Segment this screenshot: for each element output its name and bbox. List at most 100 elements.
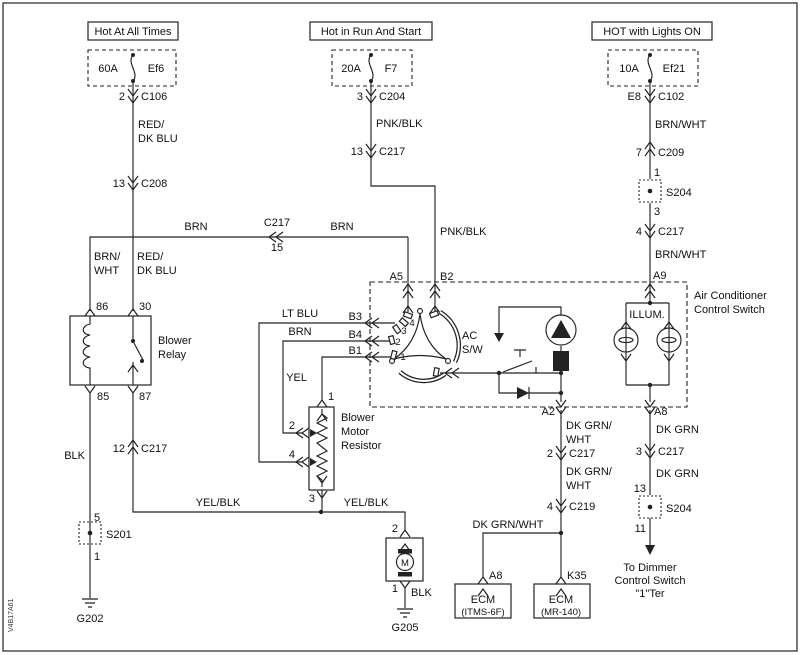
wire-dkgrnwht-horizontal: DK GRN/WHT (473, 519, 544, 531)
resistor-pin-4: 4 (289, 449, 295, 461)
connector-c208-id: C208 (141, 178, 167, 190)
fuse-f7-amps: 20A (341, 63, 361, 75)
acsw-pin-b1: B1 (349, 345, 362, 357)
fuse-ef6: 60A Ef6 (87, 49, 177, 87)
ecm2-name: ECM (549, 594, 573, 606)
arrow-to-dimmer-icon (645, 545, 655, 555)
acsw-pin-b2: B2 (440, 271, 453, 283)
relay-pin-85: 85 (97, 391, 109, 403)
connector-c106-pin: 2 (119, 91, 125, 103)
connector-c219-pin: 4 (547, 501, 553, 513)
relay-name-line1: Blower (158, 335, 192, 347)
resistor-name-line3: Resistor (341, 440, 382, 452)
splice-s201-pin-bottom: 1 (94, 551, 100, 563)
acsw-position-1: 1 (400, 352, 405, 363)
connector-c217-mid-id: C217 (379, 146, 405, 158)
illum-label: ILLUM. (629, 309, 664, 321)
acsw-position-3: 3 (401, 326, 406, 337)
diode-icon (517, 387, 529, 399)
wire-lines (89, 81, 670, 608)
connector-c102-id: C102 (658, 91, 684, 103)
connector-c102-pin: E8 (628, 91, 641, 103)
fuse-f7: 20A F7 (331, 49, 413, 87)
connector-c217-blower-id: C217 (141, 443, 167, 455)
splice-s204-top-pin-top: 1 (654, 167, 660, 179)
connector-c217-dim-id: C217 (658, 446, 684, 458)
header-hot-at-all-times: Hot At All Times (94, 26, 172, 38)
control-switch-pin-a8: A8 (654, 406, 667, 418)
splice-s204-bot-pin-bottom: 11 (635, 523, 646, 535)
connector-c217-dim-pin: 3 (636, 446, 642, 458)
indicator-lamp-icon (545, 314, 577, 346)
illumination-lamps: ILLUM. (613, 300, 682, 388)
power-headers: Hot At All Times Hot in Run And Start HO… (87, 21, 713, 41)
ground-g202-label: G202 (77, 613, 104, 625)
motor-symbol: M (401, 558, 409, 569)
wire-dkgrnwht-1-line1: DK GRN/ (566, 420, 613, 432)
ecm-itms: A8 ECM (ITMS-6F) (454, 570, 512, 619)
connector-c209-id: C209 (658, 147, 684, 159)
wire-brnwht-1: BRN/WHT (655, 119, 707, 131)
wire-pnkblk-1: PNK/BLK (376, 118, 423, 130)
ecm2-pin: K35 (567, 570, 587, 582)
connector-c209-pin: 7 (636, 147, 642, 159)
wire-blk-left: BLK (64, 450, 85, 462)
dimmer-column: A8 DK GRN 3 C217 DK GRN 13 S204 11 To Di… (615, 399, 699, 600)
wire-brnwht-relay-line2: WHT (94, 265, 119, 277)
doc-code: V4B17A61 (8, 598, 15, 632)
relay-pin-30: 30 (139, 301, 151, 313)
left-column: 2 C106 RED/ DK BLU 13 C208 C217 15 BRN B… (94, 89, 354, 277)
wire-dkgrn-1: DK GRN (656, 424, 699, 436)
right-top-column: E8 C102 BRN/WHT 7 C209 1 S204 3 4 C217 B… (628, 89, 707, 299)
connector-c219-id: C219 (569, 501, 595, 513)
fuse-ef21: 10A Ef21 (607, 49, 699, 87)
ground-symbol-g205 (396, 608, 414, 618)
ac-rotary-switch: 4 3 2 1 AC S/W (387, 307, 483, 384)
arrow-down-icon (494, 333, 504, 342)
ecm1-variant: (ITMS-6F) (461, 607, 504, 618)
fuse-ef21-amps: 10A (619, 63, 639, 75)
motor-pin-1: 1 (392, 583, 398, 595)
splice-s201-pin-top: 5 (94, 512, 100, 524)
relay-pin-86: 86 (96, 301, 108, 313)
connector-c217-right-top-pin: 4 (636, 226, 642, 238)
blower-motor-resistor: 1 2 4 3 Blower Motor Resistor (289, 391, 382, 505)
dimmer-note-line1: To Dimmer (623, 562, 677, 574)
connector-c204-id: C204 (379, 91, 405, 103)
ecm-mr140: K35 ECM (MR-140) (533, 570, 591, 619)
control-switch-pin-a9: A9 (653, 270, 666, 282)
connector-c106-id: C106 (141, 91, 167, 103)
fuse-ef6-amps: 60A (98, 63, 118, 75)
ecm1-pin: A8 (489, 570, 502, 582)
connector-c217-a2-pin: 2 (547, 448, 553, 460)
wire-blk-motor: BLK (411, 587, 432, 599)
wire-ltblu: LT BLU (282, 308, 318, 320)
fuse-ef6-id: Ef6 (148, 63, 165, 75)
a2-column: A2 DK GRN/ WHT 2 C217 DK GRN/ WHT 4 C219… (473, 399, 613, 536)
resistor-name-line2: Motor (341, 426, 369, 438)
connector-c217-a2-id: C217 (569, 448, 595, 460)
dimmer-note-line3: "1"Ter (635, 588, 665, 600)
splice-s204-bot (638, 495, 662, 519)
wire-brn-right: BRN (330, 221, 353, 233)
wire-pnkblk-2: PNK/BLK (440, 226, 487, 238)
blower-motor: 2 M 1 BLK G205 (385, 523, 432, 634)
connector-c217-inline-pin: 15 (271, 242, 283, 254)
connector-c217-mid-pin: 13 (351, 146, 363, 158)
ground-g205-label: G205 (392, 622, 419, 634)
motor-pin-2: 2 (392, 523, 398, 535)
resistor-block-icon (553, 351, 569, 371)
splice-s204-bot-pin-top: 13 (634, 483, 646, 495)
acsw-pin-a5: A5 (390, 271, 403, 283)
control-switch-pin-a2: A2 (542, 406, 555, 418)
ac-indicator-circuit (494, 314, 577, 399)
wire-brnwht-2: BRN/WHT (655, 249, 707, 261)
resistor-pin-2: 2 (289, 420, 295, 432)
wire-red-dkblu-line1: RED/ (138, 119, 165, 131)
ecm2-variant: (MR-140) (541, 607, 581, 618)
relay-name-line2: Relay (158, 349, 187, 361)
header-hot-in-run-and-start: Hot in Run And Start (321, 26, 421, 38)
